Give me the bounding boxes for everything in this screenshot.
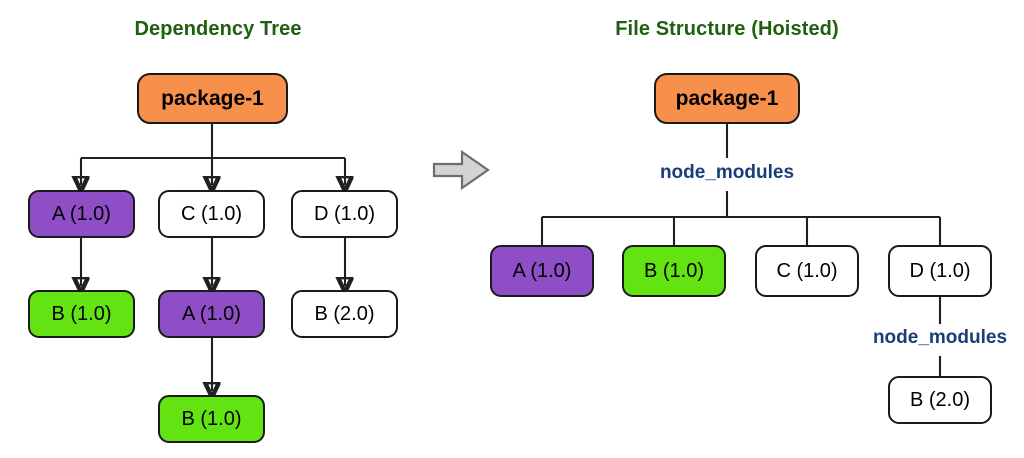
right-node-modules-label-top: node_modules — [659, 162, 795, 183]
right-node-root[interactable]: package-1 — [654, 73, 800, 124]
left-node-b2-2[interactable]: B (2.0) — [291, 290, 398, 338]
left-node-c-1[interactable]: C (1.0) — [158, 190, 265, 238]
left-panel-title: Dependency Tree — [134, 18, 302, 40]
right-panel-title: File Structure (Hoisted) — [615, 18, 839, 40]
left-node-a-1[interactable]: A (1.0) — [28, 190, 135, 238]
right-block-arrow-icon — [432, 149, 490, 191]
right-node-a[interactable]: A (1.0) — [490, 245, 594, 297]
left-node-d-1[interactable]: D (1.0) — [291, 190, 398, 238]
left-node-b-3[interactable]: B (1.0) — [158, 395, 265, 443]
right-node-modules-label-nested: node_modules — [872, 327, 1008, 348]
left-node-root[interactable]: package-1 — [137, 73, 288, 124]
left-node-b-2[interactable]: B (1.0) — [28, 290, 135, 338]
left-node-a-2[interactable]: A (1.0) — [158, 290, 265, 338]
right-node-c[interactable]: C (1.0) — [755, 245, 859, 297]
right-node-b[interactable]: B (1.0) — [622, 245, 726, 297]
right-node-d[interactable]: D (1.0) — [888, 245, 992, 297]
right-node-b2[interactable]: B (2.0) — [888, 376, 992, 424]
